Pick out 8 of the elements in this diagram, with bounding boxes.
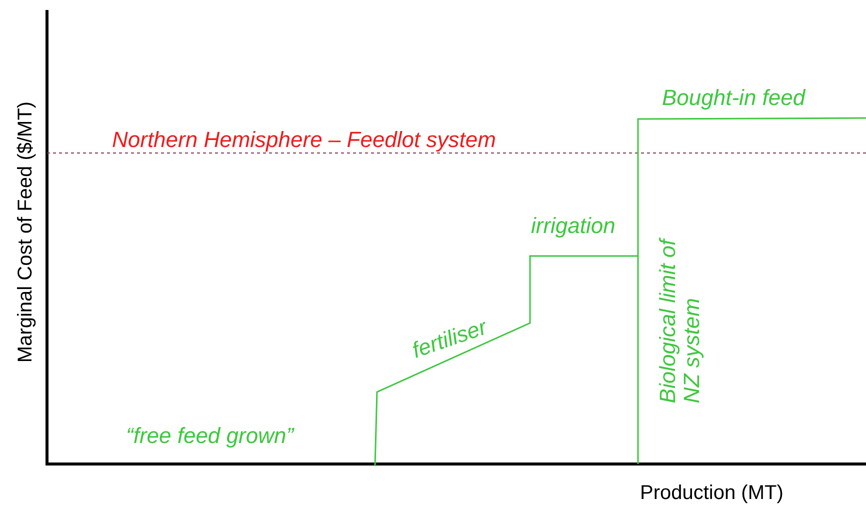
curve-label: “free feed grown” [126, 424, 294, 448]
reference-label: Northern Hemisphere – Feedlot system [112, 128, 496, 152]
curve-label: Bought-in feed [662, 86, 806, 110]
limit-label: Biological limit of NZ system [656, 236, 704, 404]
curve-label: fertiliser [408, 315, 490, 364]
curve-label: irrigation [531, 214, 616, 238]
axis-title: Production (MT) [640, 482, 784, 504]
axis-title: Marginal Cost of Feed ($/MT) [14, 101, 36, 363]
